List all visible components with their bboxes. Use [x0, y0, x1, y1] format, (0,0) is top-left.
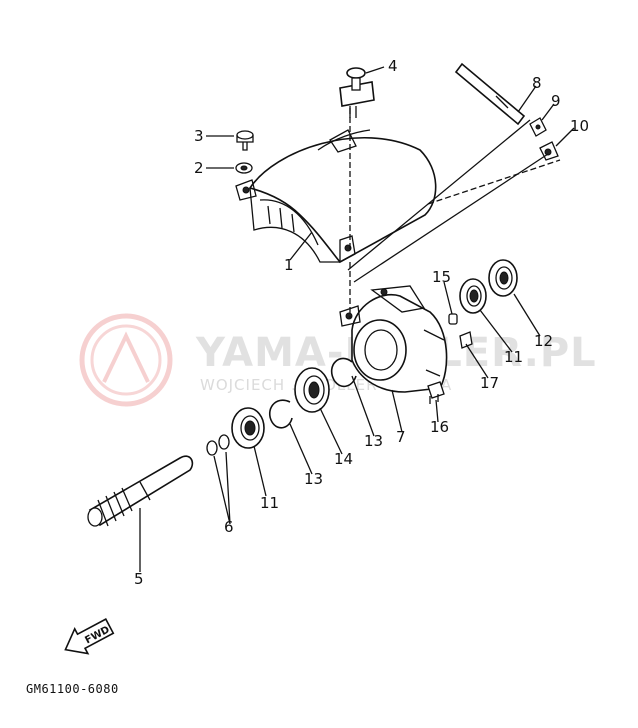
shaft-part — [87, 455, 194, 527]
callout-15: 15 — [432, 268, 451, 286]
clip-part — [529, 117, 547, 137]
callout-6: 6 — [224, 518, 234, 536]
bearing-part — [231, 407, 265, 449]
collar-part — [448, 313, 458, 325]
o-ring-part — [206, 434, 230, 456]
watermark-logo — [79, 313, 173, 407]
callout-7: 7 — [396, 428, 406, 446]
bearing-part — [459, 278, 487, 314]
catalog-number: GM61100-6080 — [26, 682, 119, 696]
alignment-lines — [347, 108, 561, 318]
snap-ring-part — [268, 357, 357, 429]
bolt-part — [236, 130, 254, 151]
callout-8: 8 — [532, 74, 542, 92]
leader-lines — [139, 66, 575, 572]
callout-13-right: 13 — [364, 432, 383, 450]
callout-12: 12 — [534, 332, 553, 350]
callout-labels: 1 2 3 4 5 6 7 8 9 10 11 12 13 14 15 16 1… — [134, 57, 589, 588]
housing-part — [339, 285, 448, 393]
callout-4: 4 — [388, 57, 398, 75]
callout-14: 14 — [334, 450, 353, 468]
callout-2: 2 — [194, 159, 204, 177]
callout-3: 3 — [194, 127, 204, 145]
pin-part — [454, 62, 526, 126]
stud-part — [339, 67, 375, 118]
callout-1: 1 — [284, 256, 294, 274]
bearing-part — [488, 259, 518, 297]
seal-part — [294, 367, 330, 413]
callout-16: 16 — [430, 418, 449, 436]
callout-11-right: 11 — [504, 348, 523, 366]
fwd-arrow-icon: FWD — [64, 618, 115, 655]
bolt-part — [427, 381, 445, 404]
callout-10: 10 — [570, 117, 589, 135]
callout-13-left: 13 — [304, 470, 323, 488]
cover-part — [235, 129, 437, 264]
plate-part — [459, 331, 473, 349]
callout-9: 9 — [551, 92, 561, 110]
callout-5: 5 — [134, 570, 144, 588]
callout-11-left: 11 — [260, 494, 279, 512]
callout-17: 17 — [480, 374, 499, 392]
washer-part — [235, 162, 253, 174]
